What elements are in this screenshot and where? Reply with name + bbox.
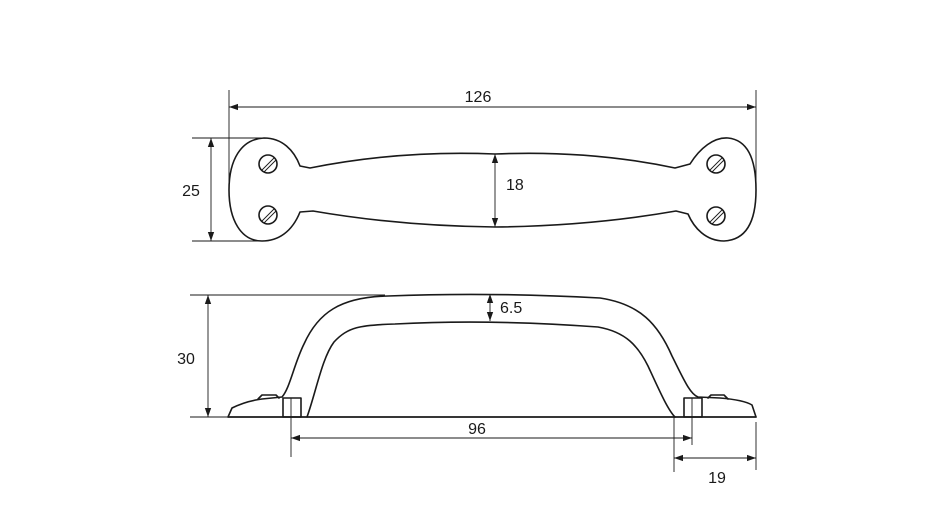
dim-grip-width: 18	[491, 154, 524, 227]
screw-bottom-right	[706, 206, 726, 226]
dim-handle-height-label: 30	[177, 351, 195, 368]
dim-grip-thickness-label: 6.5	[500, 300, 522, 317]
dim-plate-width: 25	[182, 137, 264, 242]
dim-foot-length-label: 19	[708, 470, 726, 487]
side-view-outline	[227, 293, 757, 418]
screw-head-right	[707, 394, 729, 400]
screw-top-right	[706, 154, 726, 174]
screw-top-left	[258, 154, 278, 174]
foot-block-left	[282, 397, 302, 418]
side-view-inner	[306, 321, 676, 418]
dim-hole-centers-label: 96	[468, 421, 486, 438]
dim-grip-thickness: 6.5	[486, 294, 522, 321]
dim-hole-centers: 96	[290, 398, 693, 457]
screw-head-left	[257, 394, 280, 400]
side-view: 30 6.5 96 19	[177, 293, 757, 487]
dim-plate-width-label: 25	[182, 183, 200, 200]
dim-overall-length: 126	[228, 89, 757, 186]
dim-grip-width-label: 18	[506, 177, 524, 194]
top-view-outline	[228, 137, 757, 242]
foot-block-right	[683, 397, 703, 418]
top-view: 126 25 18	[182, 89, 757, 242]
dim-overall-length-label: 126	[465, 89, 492, 106]
screw-bottom-left	[258, 205, 278, 225]
dim-foot-length: 19	[673, 417, 757, 487]
dim-handle-height: 30	[177, 294, 385, 418]
